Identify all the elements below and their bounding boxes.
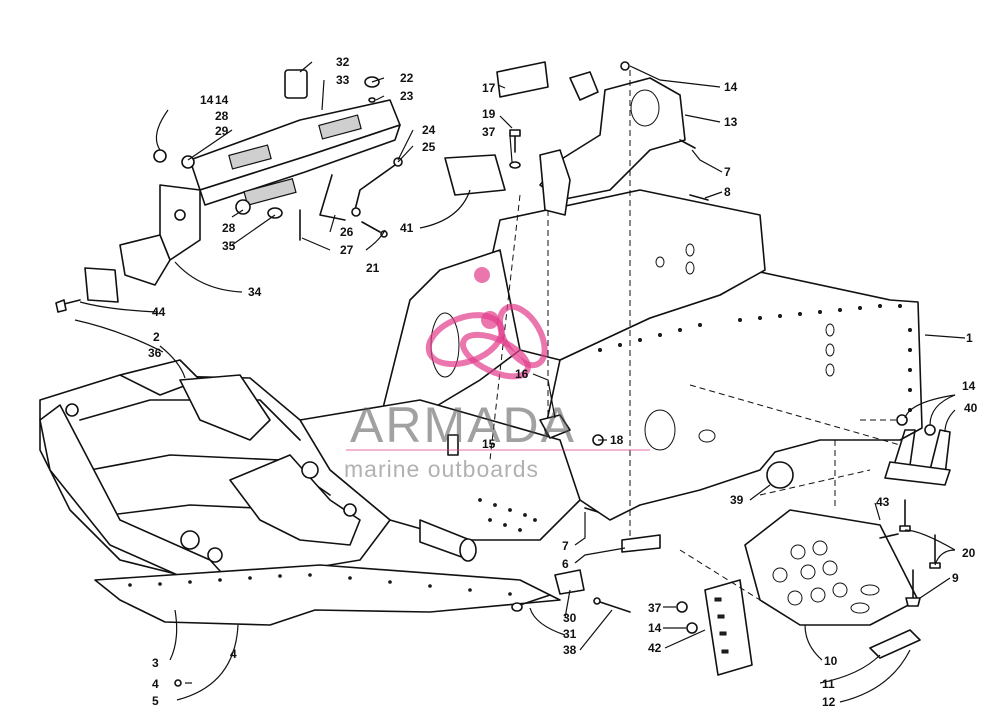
label-43: 43	[876, 495, 890, 509]
label-13: 13	[724, 115, 738, 129]
label-37b: 37	[648, 601, 662, 615]
label-4b: 4	[230, 647, 237, 661]
label-19: 19	[482, 107, 496, 121]
label-15: 15	[482, 437, 496, 451]
bracket-34	[55, 184, 201, 313]
label-2: 2	[153, 330, 160, 344]
rear-bumper-parts	[676, 414, 951, 676]
label-7a: 7	[562, 539, 569, 553]
label-6: 6	[562, 557, 569, 571]
label-30: 30	[563, 611, 577, 625]
label-14b: 14	[962, 379, 976, 393]
armada-watermark: ARMADA marine outboards	[344, 267, 650, 482]
label-28b: 28	[222, 221, 236, 235]
label-3: 3	[152, 656, 159, 670]
label-8: 8	[724, 185, 731, 199]
label-5: 5	[152, 694, 159, 708]
tunnel-holes	[644, 243, 835, 451]
label-20: 20	[962, 546, 976, 560]
label-14d: 14	[648, 621, 662, 635]
label-42: 42	[648, 641, 662, 655]
rivet-dots	[598, 304, 912, 412]
belly-pan-rivets	[128, 573, 512, 596]
label-26: 26	[340, 225, 354, 239]
label-22: 22	[400, 71, 414, 85]
label-18: 18	[610, 433, 624, 447]
label-27: 27	[340, 243, 354, 257]
label-31: 31	[563, 627, 577, 641]
label-7b: 7	[724, 165, 731, 179]
label-28a: 28	[215, 109, 229, 123]
label-38: 38	[563, 643, 577, 657]
label-10: 10	[824, 654, 838, 668]
label-9: 9	[952, 571, 959, 585]
floor-holes	[478, 498, 537, 532]
label-29: 29	[215, 124, 229, 138]
label-32: 32	[336, 55, 350, 69]
leader-lines	[74, 61, 966, 703]
label-21: 21	[366, 261, 380, 275]
label-12: 12	[822, 695, 836, 709]
label-39: 39	[730, 493, 744, 507]
label-23: 23	[400, 89, 414, 103]
front-bulkhead	[39, 359, 391, 586]
label-25: 25	[422, 140, 436, 154]
label-17: 17	[482, 81, 496, 95]
label-14a: 14	[724, 80, 738, 94]
label-44: 44	[152, 305, 166, 319]
label-14c: 14	[215, 93, 229, 107]
label-35: 35	[222, 239, 236, 253]
label-33: 33	[336, 73, 350, 87]
label-1: 1	[966, 331, 973, 345]
label-4a: 4	[152, 677, 159, 691]
label-41: 41	[400, 221, 414, 235]
armada-propeller-logo	[425, 267, 548, 380]
part-labels: 1 2 36 3 4 4 5 6 7 7 8 9 10 11 12 13 14 …	[148, 55, 978, 709]
label-14e: 14	[200, 93, 214, 107]
plate-42-slots	[714, 597, 729, 654]
label-36: 36	[148, 346, 162, 360]
label-16: 16	[515, 367, 529, 381]
label-24: 24	[422, 123, 436, 137]
main-tunnel	[299, 189, 923, 562]
watermark-subtitle: marine outboards	[344, 456, 539, 482]
bumper-holes	[772, 540, 880, 614]
label-34: 34	[248, 285, 262, 299]
label-40: 40	[964, 401, 978, 415]
label-37a: 37	[482, 125, 496, 139]
misc-parts	[174, 139, 794, 687]
watermark-title: ARMADA	[350, 397, 576, 453]
belly-pan	[94, 564, 561, 626]
rear-bracket-13	[444, 61, 686, 216]
label-11: 11	[822, 677, 835, 691]
